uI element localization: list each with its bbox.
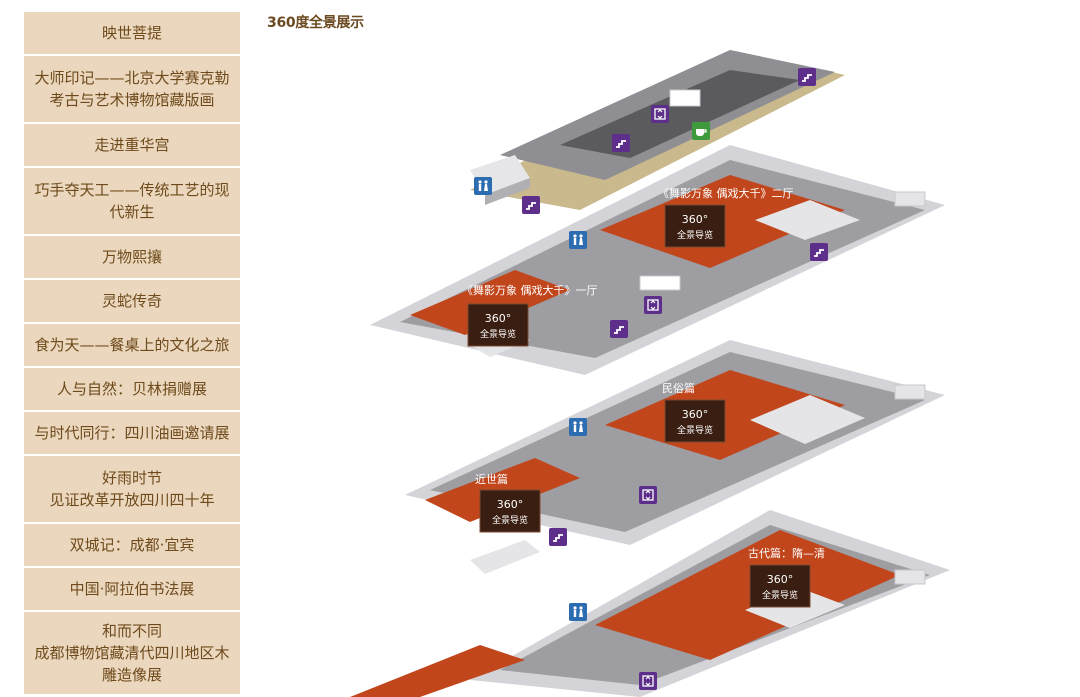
sidebar-item-arab-calligraphy[interactable]: 中国·阿拉伯书法展 — [24, 568, 240, 610]
hall-label: 《舞影万象 偶戏大千》二厅 — [658, 186, 794, 200]
hall-label: 民俗篇 — [662, 381, 695, 395]
panorama-360-badge[interactable]: 360° 全景导览 — [664, 204, 726, 248]
sidebar-item-label: 双城记：成都·宜宾 — [69, 536, 195, 554]
badge-sub-text: 全景导览 — [762, 589, 798, 601]
sidebar-item-food-culture[interactable]: 食为天——餐桌上的文化之旅 — [24, 324, 240, 366]
sidebar-item-label: 灵蛇传奇 — [101, 292, 162, 310]
panorama-360-badge[interactable]: 360° 全景导览 — [664, 399, 726, 443]
sidebar-item-wanwu-xirang[interactable]: 万物熙攘 — [24, 236, 240, 278]
stairs-icon[interactable] — [809, 242, 829, 262]
sidebar-item-label: 走进重华宫 — [94, 136, 170, 154]
sidebar-item-label: 巧手夺天工——传统工艺的现 代新生 — [34, 181, 230, 221]
sidebar-item-wood-carving[interactable]: 和而不同 成都博物馆藏清代四川地区木 雕造像展 — [24, 612, 240, 694]
panorama-360-badge[interactable]: 360° 全景导览 — [749, 564, 811, 608]
sidebar-item-oil-painting[interactable]: 与时代同行：四川油画邀请展 — [24, 412, 240, 454]
badge-sub-text: 全景导览 — [492, 514, 528, 526]
sidebar-item-snake-legend[interactable]: 灵蛇传奇 — [24, 280, 240, 322]
badge-sub-text: 全景导览 — [677, 424, 713, 436]
sidebar-item-label: 和而不同 成都博物馆藏清代四川地区木 雕造像展 — [34, 622, 230, 684]
restroom-icon[interactable] — [474, 177, 492, 195]
floor-5 — [470, 50, 845, 215]
sidebar-item-label: 人与自然：贝林捐赠展 — [56, 380, 207, 398]
sidebar-item-label: 万物熙攘 — [101, 248, 162, 266]
sidebar-item-yingshi-puti[interactable]: 映世菩提 — [24, 12, 240, 54]
panorama-360-badge[interactable]: 360° 全景导览 — [479, 489, 541, 533]
stairs-icon[interactable] — [609, 319, 629, 339]
floor-4: 《舞影万象 偶戏大千》二厅 360° 全景导览 《舞影万象 偶戏大千》一厅 36… — [370, 145, 945, 375]
sidebar-item-chonghua-palace[interactable]: 走进重华宫 — [24, 124, 240, 166]
elevator-icon[interactable] — [638, 671, 658, 691]
badge-360-text: 360° — [497, 498, 524, 511]
cafe-icon[interactable] — [691, 121, 711, 141]
sidebar-item-two-cities[interactable]: 双城记：成都·宜宾 — [24, 524, 240, 566]
elevator-icon[interactable] — [643, 295, 663, 315]
restroom-icon[interactable] — [569, 603, 587, 621]
hall-label: 古代篇：隋—清 — [748, 546, 825, 560]
restroom-icon[interactable] — [569, 231, 587, 249]
elevator-icon[interactable] — [638, 485, 658, 505]
hall-label: 近世篇 — [475, 472, 508, 486]
badge-360-text: 360° — [485, 312, 512, 325]
panorama-360-badge[interactable]: 360° 全景导览 — [467, 303, 529, 347]
hall-puppet-1[interactable] — [410, 270, 570, 335]
sidebar-item-label: 食为天——餐桌上的文化之旅 — [34, 336, 230, 354]
restroom-icon[interactable] — [569, 418, 587, 436]
stairs-icon[interactable] — [797, 67, 817, 87]
sidebar-item-master-prints[interactable]: 大师印记——北京大学赛克勒 考古与艺术博物馆藏版画 — [24, 56, 240, 122]
badge-sub-text: 全景导览 — [677, 229, 713, 241]
page-title: 360度全景展示 — [267, 15, 364, 31]
sidebar-item-label: 与时代同行：四川油画邀请展 — [34, 424, 230, 442]
sidebar-item-reform-forty-years[interactable]: 好雨时节 见证改革开放四川四十年 — [24, 456, 240, 522]
sidebar-item-label: 大师印记——北京大学赛克勒 考古与艺术博物馆藏版画 — [34, 69, 230, 109]
stairs-icon[interactable] — [611, 133, 631, 153]
badge-360-text: 360° — [767, 573, 794, 586]
badge-sub-text: 全景导览 — [480, 328, 516, 340]
stairs-icon[interactable] — [521, 195, 541, 215]
hall-ancient-era[interactable] — [595, 530, 900, 660]
floor-3: 民俗篇 360° 全景导览 近世篇 360° 全景导览 — [405, 340, 945, 574]
sidebar-item-label: 好雨时节 见证改革开放四川四十年 — [49, 469, 215, 509]
floor-map: 《舞影万象 偶戏大千》二厅 360° 全景导览 《舞影万象 偶戏大千》一厅 36… — [350, 50, 950, 697]
floor-2: 古代篇：隋—清 360° 全景导览 — [350, 510, 950, 697]
elevator-icon[interactable] — [650, 104, 670, 124]
sidebar-item-man-nature[interactable]: 人与自然：贝林捐赠展 — [24, 368, 240, 410]
sidebar-item-label: 中国·阿拉伯书法展 — [69, 580, 195, 598]
stairs-icon[interactable] — [548, 527, 568, 547]
badge-360-text: 360° — [682, 408, 709, 421]
hall-label: 《舞影万象 偶戏大千》一厅 — [462, 283, 598, 297]
badge-360-text: 360° — [682, 213, 709, 226]
sidebar-item-traditional-crafts[interactable]: 巧手夺天工——传统工艺的现 代新生 — [24, 168, 240, 234]
exhibition-sidebar: 映世菩提 大师印记——北京大学赛克勒 考古与艺术博物馆藏版画 走进重华宫 巧手夺… — [24, 12, 240, 694]
sidebar-item-label: 映世菩提 — [101, 24, 162, 42]
